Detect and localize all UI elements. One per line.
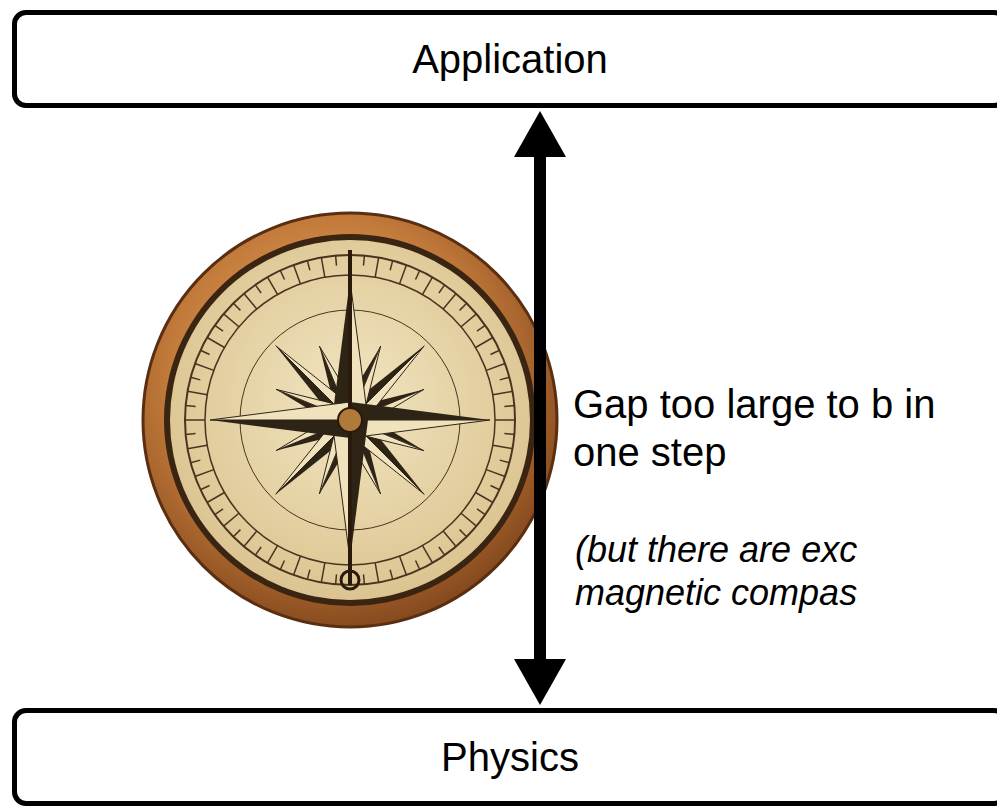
compass-tick xyxy=(191,460,201,463)
compass-tick xyxy=(186,433,196,435)
compass-tick xyxy=(476,493,493,503)
compass-tick xyxy=(439,285,445,293)
compass-tick xyxy=(390,261,393,271)
compass-tick xyxy=(363,256,365,266)
compass-tick xyxy=(416,560,420,569)
compass-tick xyxy=(375,258,378,278)
compass-tick xyxy=(375,563,378,583)
compass-tick xyxy=(268,546,278,563)
rose-point xyxy=(350,280,368,420)
compass-tick xyxy=(493,391,513,394)
compass-tick xyxy=(244,294,257,309)
compass-tick xyxy=(500,460,510,463)
compass-tick xyxy=(400,265,407,284)
compass-tick xyxy=(294,265,301,284)
compass-tick xyxy=(268,277,278,294)
compass-tick xyxy=(477,509,485,515)
compass-tick xyxy=(363,574,365,584)
compass-tick xyxy=(504,433,514,435)
layer-name: Application xyxy=(412,37,608,82)
compass-tick xyxy=(188,445,208,448)
compass-tick xyxy=(215,325,223,331)
compass-tick xyxy=(200,486,209,490)
compass-tick xyxy=(490,486,499,490)
rose-point xyxy=(350,402,490,420)
layer-box: Physics xyxy=(12,708,997,806)
compass-tick xyxy=(255,547,261,555)
rose-point xyxy=(332,420,350,560)
compass-tick xyxy=(443,531,456,546)
compass-tick xyxy=(200,350,209,354)
compass-tick xyxy=(500,377,510,380)
compass-tick xyxy=(307,570,310,580)
compass-tick xyxy=(207,338,224,348)
compass-tick xyxy=(233,530,240,537)
compass-tick xyxy=(460,303,467,310)
compass-tick xyxy=(195,364,214,371)
compass-tick xyxy=(461,513,476,526)
compass-tick xyxy=(439,547,445,555)
compass-tick xyxy=(195,470,214,477)
compass-tick xyxy=(233,303,240,310)
compass-tick xyxy=(244,531,257,546)
compass-tick xyxy=(504,405,514,407)
compass-tick xyxy=(493,445,513,448)
compass-tick xyxy=(416,270,420,279)
compass-tick xyxy=(461,314,476,327)
rose-point xyxy=(350,420,490,438)
compass-tick xyxy=(335,256,337,266)
compass-tick xyxy=(224,513,239,526)
compass-tick xyxy=(423,277,433,294)
compass-tick xyxy=(460,530,467,537)
layer-name: Physics xyxy=(441,735,579,780)
rose-point xyxy=(210,402,350,420)
compass-tick xyxy=(390,570,393,580)
compass-tick xyxy=(224,314,239,327)
rose-point xyxy=(210,420,350,438)
compass-tick xyxy=(321,258,324,278)
compass-tick xyxy=(280,270,284,279)
compass-tick xyxy=(207,493,224,503)
compass-tick xyxy=(185,419,205,421)
compass-tick xyxy=(307,261,310,271)
compass-tick xyxy=(486,470,505,477)
compass-tick xyxy=(255,285,261,293)
compass-tick xyxy=(321,563,324,583)
compass-tick xyxy=(486,364,505,371)
compass-tick xyxy=(495,419,515,421)
double-arrow xyxy=(514,111,566,705)
compass-tick xyxy=(476,338,493,348)
compass-tick xyxy=(490,350,499,354)
rose-point xyxy=(332,280,350,420)
exception-note: (but there are exc magnetic compas xyxy=(575,528,906,614)
compass-tick xyxy=(188,391,208,394)
rose-point xyxy=(350,420,368,560)
compass-tick xyxy=(294,556,301,575)
compass-tick xyxy=(191,377,201,380)
compass-tick xyxy=(443,294,456,309)
layer-box: Application xyxy=(12,10,997,108)
compass-tick xyxy=(400,556,407,575)
compass-tick xyxy=(335,574,337,584)
compass-tick xyxy=(477,325,485,331)
gap-note: Gap too large to b in one step xyxy=(573,380,941,476)
compass-tick xyxy=(215,509,223,515)
compass-tick xyxy=(186,405,196,407)
compass-tick xyxy=(280,560,284,569)
compass-tick xyxy=(423,546,433,563)
